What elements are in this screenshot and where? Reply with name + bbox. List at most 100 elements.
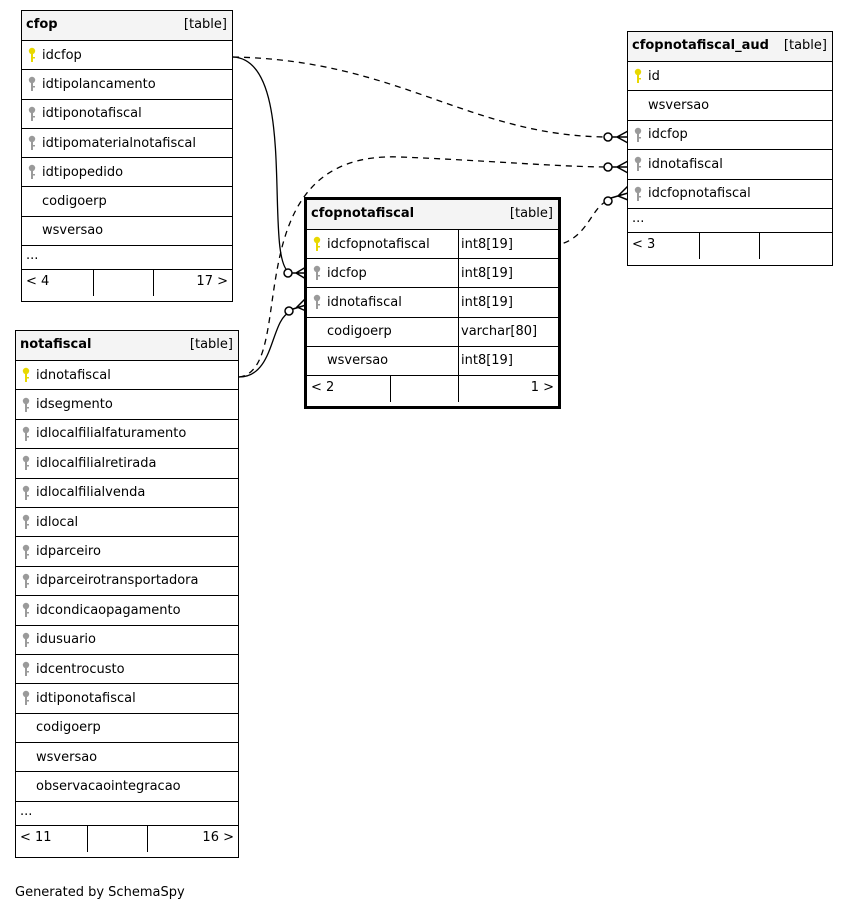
column-row[interactable]: idparceiro <box>16 537 238 567</box>
parents-count[interactable]: < 4 <box>22 270 94 297</box>
column-row[interactable]: idcfop <box>22 41 232 71</box>
column-type: int8[19] <box>458 288 558 317</box>
column-row[interactable]: idnotafiscal <box>628 150 832 180</box>
column-name: idusuario <box>36 632 96 648</box>
children-count[interactable] <box>760 233 832 259</box>
column-row[interactable]: idlocalfilialfaturamento <box>16 420 238 450</box>
no-key-icon <box>307 347 327 375</box>
no-key-icon <box>16 714 36 742</box>
column-row[interactable]: idnotafiscal int8[19] <box>307 288 558 318</box>
column-row[interactable]: idlocal <box>16 508 238 538</box>
table-header: cfopnotafiscal_aud[table] <box>628 32 832 62</box>
column-name: idnotafiscal <box>36 367 111 383</box>
edge-cfop-cfopnotafiscal <box>232 56 291 274</box>
table-type: [table] <box>509 206 553 221</box>
children-count[interactable]: 17 > <box>196 274 228 290</box>
no-key-icon <box>307 318 327 346</box>
foreign-key-icon <box>307 288 327 316</box>
column-name: idnotafiscal <box>327 294 402 310</box>
foreign-key-icon <box>22 129 42 157</box>
column-row[interactable]: idlocalfilialvenda <box>16 479 238 508</box>
primary-key-icon <box>22 41 42 69</box>
foreign-key-icon <box>16 449 36 477</box>
column-name: idtipopedido <box>42 164 124 180</box>
column-name: wsversao <box>42 223 104 239</box>
column-row[interactable]: idnotafiscal <box>16 361 238 391</box>
column-name: idlocalfilialvenda <box>36 485 146 501</box>
column-row[interactable]: codigoerp <box>22 187 232 217</box>
column-row[interactable]: codigoerp <box>16 714 238 744</box>
parents-count[interactable]: < 2 <box>307 375 391 402</box>
no-key-icon <box>22 187 42 215</box>
edge-notafiscal-cfopnotafiscal <box>238 311 291 378</box>
column-name: idtipomaterialnotafiscal <box>42 135 196 151</box>
column-name: idtiponotafiscal <box>36 690 136 706</box>
more-columns-ellipsis: ... <box>16 802 238 826</box>
foreign-key-icon <box>16 626 36 654</box>
children-count[interactable]: 16 > <box>202 829 234 845</box>
column-row[interactable]: idcentrocusto <box>16 655 238 685</box>
foreign-key-icon <box>628 180 648 208</box>
foreign-key-icon <box>628 150 648 178</box>
more-columns-ellipsis: ... <box>628 209 832 233</box>
edge-cfopnotafiscal-aud <box>552 199 611 247</box>
footer-spacer <box>94 270 154 297</box>
no-key-icon <box>16 772 36 800</box>
column-type: int8[19] <box>458 346 558 375</box>
crowfoot-aud-idcfopnotafiscal <box>603 185 629 206</box>
primary-key-icon <box>307 230 327 258</box>
children-count[interactable]: 1 > <box>530 379 554 395</box>
column-row[interactable]: idtiponotafiscal <box>22 100 232 129</box>
column-name: idlocal <box>36 514 79 530</box>
foreign-key-icon <box>16 508 36 536</box>
column-name: idsegmento <box>36 397 113 413</box>
column-name: idcfopnotafiscal <box>327 236 430 252</box>
column-row[interactable]: idusuario <box>16 626 238 655</box>
column-row[interactable]: idlocalfilialretirada <box>16 449 238 479</box>
column-row[interactable]: id <box>628 62 832 92</box>
foreign-key-icon <box>16 567 36 595</box>
column-name: id <box>648 68 660 84</box>
more-columns-ellipsis: ... <box>22 246 232 271</box>
column-row[interactable]: idtipomaterialnotafiscal <box>22 129 232 159</box>
column-name: idtiponotafiscal <box>42 106 142 122</box>
column-name: codigoerp <box>36 720 101 736</box>
table-type: [table] <box>183 17 227 32</box>
table-type: [table] <box>189 337 233 352</box>
column-row[interactable]: idparceirotransportadora <box>16 567 238 597</box>
column-row[interactable]: wsversao <box>22 217 232 247</box>
primary-key-icon <box>628 62 648 90</box>
column-row[interactable]: idcfop <box>628 121 832 151</box>
column-row[interactable]: idsegmento <box>16 390 238 420</box>
footer-spacer <box>88 825 148 852</box>
generated-by-note: Generated by SchemaSpy <box>15 885 185 900</box>
column-row[interactable]: idtiponotafiscal <box>16 684 238 714</box>
table-header: cfopnotafiscal[table] <box>307 200 558 230</box>
column-row[interactable]: wsversao <box>628 91 832 121</box>
column-name: codigoerp <box>42 194 107 210</box>
column-row[interactable]: wsversao <box>16 743 238 773</box>
parents-count[interactable]: < 11 <box>16 825 88 852</box>
column-row[interactable]: idtipopedido <box>22 158 232 188</box>
table-footer: < 11 16 > <box>16 825 238 852</box>
crowfoot-cfopnotafiscal-idnotafiscal <box>284 297 307 316</box>
edge-notafiscal-aud <box>238 156 611 378</box>
column-row[interactable]: idcondicaopagamento <box>16 596 238 626</box>
column-name: wsversao <box>36 749 98 765</box>
foreign-key-icon <box>16 479 36 507</box>
column-name: idcfop <box>327 265 367 281</box>
column-row[interactable]: observacaointegracao <box>16 772 238 802</box>
column-name: codigoerp <box>327 324 392 340</box>
column-name: idnotafiscal <box>648 156 723 172</box>
column-row[interactable]: idtipolancamento <box>22 70 232 100</box>
parents-count[interactable]: < 3 <box>628 232 700 259</box>
column-row[interactable]: idcfopnotafiscal <box>628 180 832 209</box>
